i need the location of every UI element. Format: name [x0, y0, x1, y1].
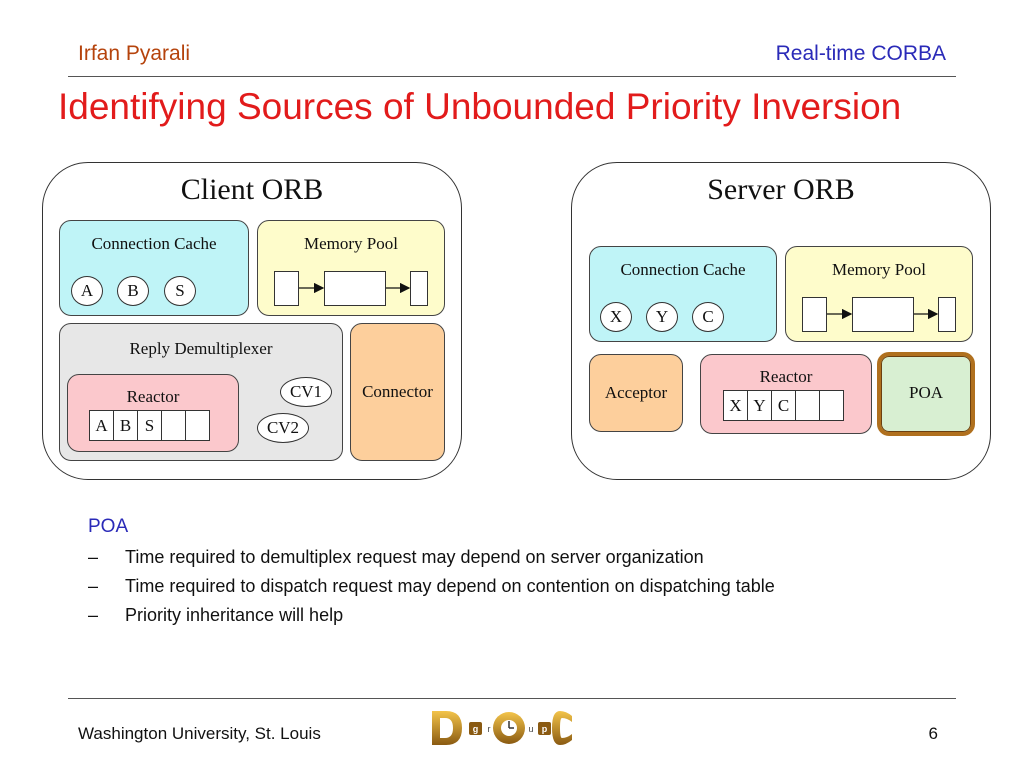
server-connection-cache: Connection Cache X Y C: [589, 246, 777, 342]
memory-block: [324, 271, 386, 306]
memory-block: [410, 271, 428, 306]
footer-institution: Washington University, St. Louis: [78, 724, 321, 743]
svg-text:g: g: [473, 724, 479, 734]
reactor-cell: [819, 390, 844, 421]
memory-block: [938, 297, 956, 332]
client-cache-entry: B: [117, 276, 149, 306]
doc-group-logo: g r u p: [432, 711, 572, 745]
reactor-cell: B: [113, 410, 138, 441]
condition-variable-cv1: CV1: [280, 377, 332, 407]
server-poa-label: POA: [908, 383, 943, 402]
footer-divider: [68, 698, 956, 699]
condition-variable-cv2: CV2: [257, 413, 309, 443]
reactor-cell: [185, 410, 210, 441]
header-author: Irfan Pyarali: [78, 42, 191, 65]
client-orb-title: Client ORB: [180, 173, 324, 206]
server-orb: Server ORB Connection Cache X Y C Memory…: [571, 162, 991, 480]
server-reactor: Reactor X Y C: [700, 354, 872, 434]
client-reactor-table: A B S: [89, 410, 210, 441]
client-connection-cache-label: Connection Cache: [91, 234, 217, 253]
reactor-cell: [795, 390, 820, 421]
client-memory-pool-label: Memory Pool: [304, 234, 398, 253]
reactor-cell: C: [771, 390, 796, 421]
svg-text:u: u: [528, 724, 533, 734]
client-cache-entry: A: [71, 276, 103, 306]
reply-demultiplexer: Reply Demultiplexer Reactor A B S CV1 CV…: [59, 323, 343, 461]
client-reactor: Reactor A B S: [67, 374, 239, 452]
server-poa: POA: [877, 352, 975, 436]
server-cache-entry: C: [692, 302, 724, 332]
server-acceptor-label: Acceptor: [604, 383, 668, 402]
header-topic: Real-time CORBA: [775, 42, 946, 65]
note-bullet: –Time required to dispatch request may d…: [88, 576, 775, 596]
server-memory-pool-label: Memory Pool: [832, 260, 926, 279]
page-number: 6: [928, 724, 938, 743]
reactor-cell: S: [137, 410, 162, 441]
reply-demultiplexer-label: Reply Demultiplexer: [129, 339, 273, 358]
client-connector: Connector: [350, 323, 445, 461]
server-reactor-table: X Y C: [723, 390, 844, 421]
note-bullet: –Priority inheritance will help: [88, 605, 344, 625]
client-connector-label: Connector: [362, 382, 433, 401]
reactor-cell: X: [723, 390, 748, 421]
client-reactor-label: Reactor: [126, 387, 180, 406]
note-bullet-text: Time required to demultiplex request may…: [125, 547, 704, 567]
reactor-cell: [161, 410, 186, 441]
client-connection-cache: Connection Cache A B S: [59, 220, 249, 316]
client-orb: Client ORB Connection Cache A B S Memory…: [42, 162, 462, 480]
server-cache-entry: Y: [646, 302, 678, 332]
note-bullet-text: Priority inheritance will help: [125, 605, 344, 625]
server-reactor-label: Reactor: [759, 367, 813, 386]
memory-pool-arrows: [827, 308, 939, 320]
header-divider: [68, 76, 956, 77]
memory-block: [852, 297, 914, 332]
server-memory-pool: Memory Pool: [785, 246, 973, 342]
server-acceptor: Acceptor: [589, 354, 683, 432]
client-cache-entry: S: [164, 276, 196, 306]
server-cache-entry: X: [600, 302, 632, 332]
reactor-cell: Y: [747, 390, 772, 421]
slide-title: Identifying Sources of Unbounded Priorit…: [58, 86, 902, 127]
svg-text:p: p: [542, 724, 548, 734]
memory-block: [802, 297, 827, 332]
server-orb-title: Server ORB: [707, 173, 855, 206]
client-memory-pool: Memory Pool: [257, 220, 445, 316]
note-bullet: –Time required to demultiplex request ma…: [88, 547, 704, 567]
notes-heading: POA: [88, 516, 129, 537]
svg-text:r: r: [488, 724, 491, 734]
memory-block: [274, 271, 299, 306]
memory-pool-arrows: [299, 282, 411, 294]
reactor-cell: A: [89, 410, 114, 441]
note-bullet-text: Time required to dispatch request may de…: [125, 576, 775, 596]
server-connection-cache-label: Connection Cache: [620, 260, 746, 279]
